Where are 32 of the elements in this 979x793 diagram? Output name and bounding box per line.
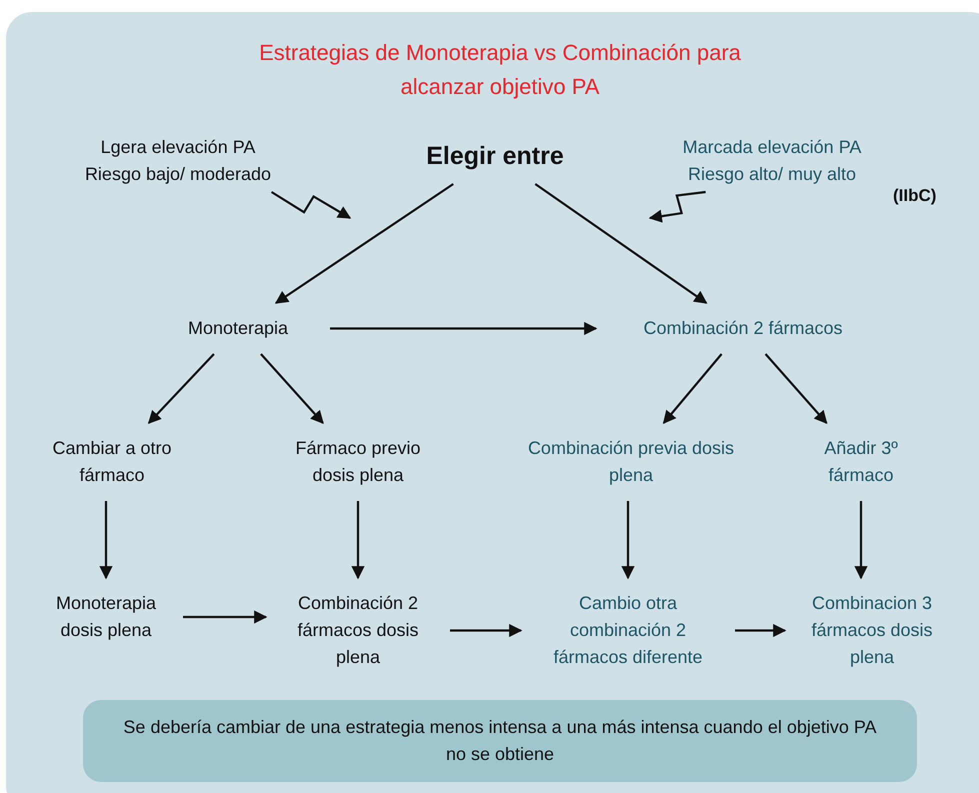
arrow: [260, 353, 324, 424]
arrow: [534, 183, 708, 304]
lightning-arrow: [270, 191, 352, 219]
arrow: [735, 624, 786, 638]
arrow: [183, 610, 268, 624]
node-label: Combinación 2 fármacos: [608, 315, 878, 342]
node-label: Cambio otra combinación 2 fármacos diferente: [533, 590, 723, 671]
arrow: [764, 353, 828, 424]
node-label: Marcada elevación PA Riesgo alto/ muy alto: [662, 134, 882, 188]
arrow: [854, 501, 868, 580]
node-label: Monoterapia: [158, 315, 318, 342]
node-label: Fármaco previo dosis plena: [278, 435, 438, 489]
arrow: [450, 624, 522, 638]
node-label: Monoterapia dosis plena: [41, 590, 171, 644]
arrow: [330, 322, 598, 336]
node-label: Elegir entre: [395, 140, 595, 172]
node-label: Combinación 2 fármacos dosis plena: [278, 590, 438, 671]
note-box: Se debería cambiar de una estrategia menos intensa a una más intensa cuando el objetivo PA no se obtiene: [83, 700, 917, 782]
arrow: [351, 501, 365, 580]
arrow: [662, 353, 722, 424]
node-label: Añadir 3º fármaco: [806, 435, 916, 489]
arrow: [274, 183, 454, 304]
title: Estrategias de Monoterapia vs Combinación para alcanzar objetivo PA: [258, 39, 742, 101]
arrow: [99, 501, 113, 580]
lightning-arrow: [648, 190, 706, 223]
node-label: Lgera elevación PA Riesgo bajo/ moderado: [78, 134, 278, 188]
node-label: Combinación previa dosis plena: [526, 435, 736, 489]
arrow: [621, 501, 635, 580]
node-label: Combinacion 3 fármacos dosis plena: [797, 590, 947, 671]
arrow: [148, 353, 215, 424]
evidence-label: (IIbC): [893, 186, 936, 206]
node-label: Cambiar a otro fármaco: [37, 435, 187, 489]
